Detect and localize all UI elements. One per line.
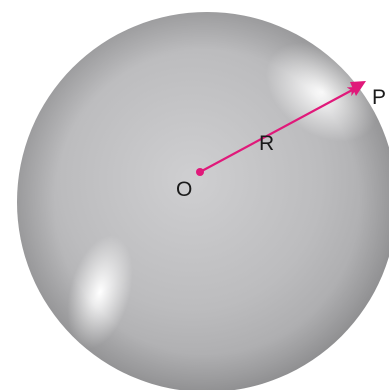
radius-label: R <box>259 132 274 155</box>
center-label: O <box>176 178 192 201</box>
radius-arrowhead <box>350 81 366 96</box>
sphere-rim-shade <box>17 12 389 390</box>
point-label: P <box>372 86 386 109</box>
radius-arrow <box>199 87 358 173</box>
center-point <box>196 168 204 176</box>
sphere <box>17 12 389 390</box>
